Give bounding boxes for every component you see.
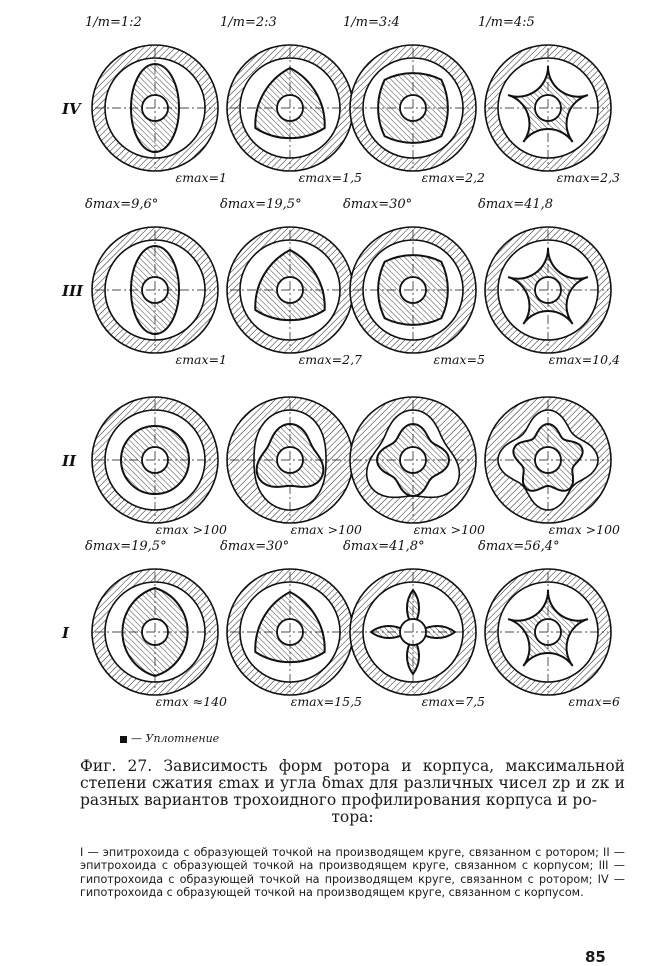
cell-bottom-label: εmax=6 — [569, 694, 621, 709]
housing-rotor-diagram — [349, 396, 477, 524]
housing-rotor-diagram — [484, 44, 612, 172]
cell-top-label: δmax=30° — [220, 539, 289, 554]
cell-bottom-label: εmax=5 — [434, 352, 486, 367]
cell-top-label: 1/m=2:3 — [220, 15, 277, 30]
cell-top-label: δmax=9,6° — [85, 197, 158, 212]
row-numeral-III: III — [61, 282, 84, 300]
cell-bottom-label: εmax=1 — [176, 352, 228, 367]
figure-27-diagram: IV 1/m=1:2 εmax=1 1/m=2:3 εmax=1,5 1/m=3:4 εma… — [61, 15, 621, 709]
housing-rotor-diagram — [226, 226, 354, 354]
housing-rotor-diagram — [226, 44, 354, 172]
housing-rotor-diagram — [91, 226, 219, 354]
housing-rotor-diagram — [91, 396, 219, 524]
cell-top-label: 1/m=3:4 — [343, 15, 400, 30]
row-numeral-I: I — [61, 624, 70, 642]
cell-top-label: δmax=19,5° — [85, 539, 167, 554]
housing-rotor-diagram — [349, 44, 477, 172]
cell-bottom-label: εmax >100 — [156, 522, 227, 537]
cell-bottom-label: εmax=2,2 — [422, 170, 485, 185]
cell-top-label: 1/m=1:2 — [85, 15, 142, 30]
cell-bottom-label: εmax=7,5 — [422, 694, 485, 709]
housing-rotor-diagram — [226, 396, 354, 524]
caption-title: Фиг. 27. Зависимость форм ротора и корпу… — [80, 757, 625, 809]
cell-bottom-label: εmax ≈140 — [156, 694, 227, 709]
housing-rotor-diagram — [484, 396, 612, 524]
housing-rotor-diagram — [226, 568, 354, 696]
seal-marker-icon — [120, 735, 127, 743]
cell-bottom-label: εmax=10,4 — [549, 352, 620, 367]
cell-top-label: δmax=41,8° — [343, 539, 425, 554]
caption-end: тора: — [331, 808, 374, 826]
cell-bottom-label: εmax=2,7 — [299, 352, 362, 367]
housing-rotor-diagram — [349, 568, 477, 696]
cell-bottom-label: εmax >100 — [414, 522, 485, 537]
cell-bottom-label: εmax >100 — [291, 522, 362, 537]
housing-rotor-diagram — [91, 44, 219, 172]
page-number: 85 — [585, 948, 606, 966]
legend: — Уплотнение — [120, 732, 219, 745]
cell-bottom-label: εmax=1,5 — [299, 170, 362, 185]
cell-bottom-label: εmax=15,5 — [291, 694, 362, 709]
cell-bottom-label: εmax=1 — [176, 170, 228, 185]
cell-top-label: δmax=19,5° — [220, 197, 302, 212]
housing-rotor-diagram — [484, 226, 612, 354]
cell-bottom-label: εmax=2,3 — [557, 170, 620, 185]
caption-notes: I — эпитрохоида с образующей точкой на п… — [80, 846, 625, 900]
cell-top-label: δmax=41,8 — [478, 197, 553, 212]
housing-rotor-diagram — [349, 226, 477, 354]
cell-top-label: 1/m=4:5 — [478, 15, 535, 30]
housing-rotor-diagram — [484, 568, 612, 696]
legend-label: — Уплотнение — [131, 732, 220, 745]
cell-bottom-label: εmax >100 — [549, 522, 620, 537]
cell-top-label: δmax=30° — [343, 197, 412, 212]
figure-caption: Фиг. 27. Зависимость форм ротора и корпу… — [80, 758, 625, 826]
row-numeral-II: II — [61, 452, 77, 470]
housing-rotor-diagram — [91, 568, 219, 696]
row-numeral-IV: IV — [61, 100, 82, 118]
cell-top-label: δmax=56,4° — [478, 539, 560, 554]
